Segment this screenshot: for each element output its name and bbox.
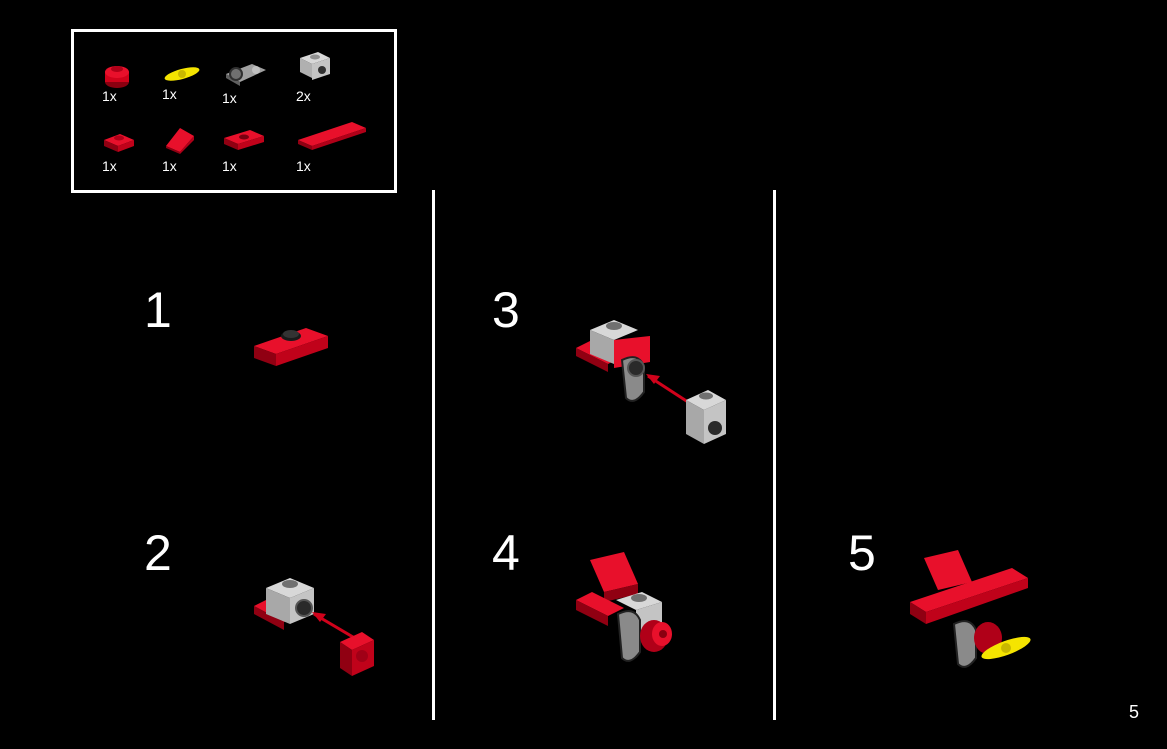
step-number: 1: [144, 282, 172, 338]
part-qty: 1x: [162, 158, 177, 174]
part-qty: 1x: [222, 158, 237, 174]
step-number: 3: [492, 282, 520, 338]
part-qty: 1x: [102, 158, 117, 174]
step-1-illustration: [254, 328, 328, 366]
column-divider: [432, 190, 435, 720]
step-3-illustration: [576, 320, 726, 444]
tile-1x4-red-icon: [298, 122, 366, 150]
part-qty: 1x: [296, 158, 311, 174]
round-brick-red-icon: [105, 66, 129, 88]
parts-list-box: 1x 1x 1x 2x 1x 1x 1x: [71, 29, 397, 193]
plate-1x1-red-icon: [104, 134, 134, 152]
step-4-illustration: [576, 552, 672, 662]
bracket-gray-icon: [300, 52, 330, 80]
clip-plate-gray-icon: [226, 64, 266, 86]
step-5-illustration: [910, 550, 1031, 668]
step-number: 4: [492, 525, 520, 581]
step-number: 5: [848, 525, 876, 581]
part-qty: 2x: [296, 88, 311, 104]
step-number: 2: [144, 525, 172, 581]
page-number: 5: [1128, 702, 1139, 722]
propeller-yellow-icon: [164, 67, 200, 81]
step-2-illustration: [254, 578, 374, 676]
part-qty: 1x: [222, 90, 237, 106]
part-qty: 1x: [162, 86, 177, 102]
column-divider: [773, 190, 776, 720]
part-qty: 1x: [102, 88, 117, 104]
plate-1x2-jumper-red-icon: [224, 130, 264, 150]
slope-red-icon: [166, 128, 194, 154]
